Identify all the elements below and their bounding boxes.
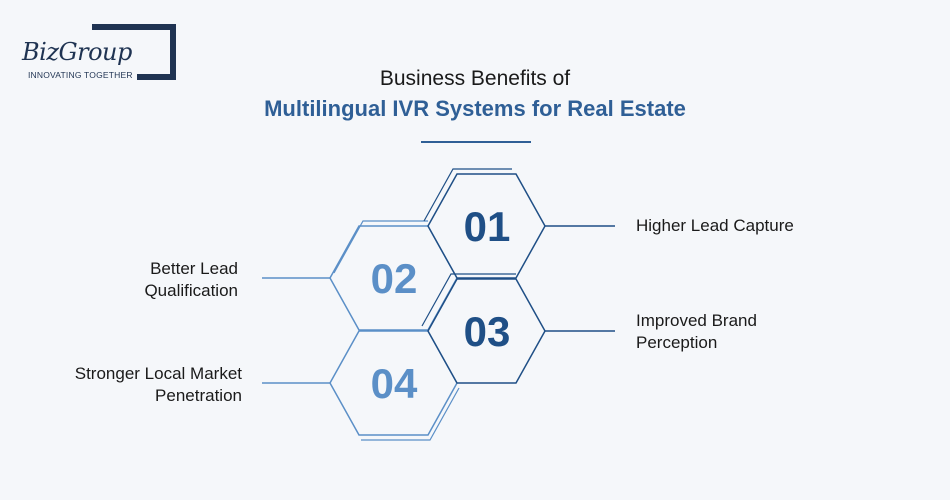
number-03: 03 bbox=[464, 308, 511, 355]
label-04-line1: Stronger Local Market bbox=[74, 364, 242, 383]
label-02-line1: Better Lead bbox=[150, 259, 238, 278]
hexagon-03 bbox=[421, 273, 546, 384]
bizgroup-logo: BizGroup INNOVATING TOGETHER bbox=[22, 24, 176, 84]
number-01: 01 bbox=[464, 203, 511, 250]
logo-tagline: INNOVATING TOGETHER bbox=[28, 70, 137, 80]
title-underline bbox=[421, 141, 531, 143]
label-02: Better Lead Qualification bbox=[144, 258, 238, 302]
label-03-line1: Improved Brand bbox=[636, 311, 757, 330]
label-03: Improved Brand Perception bbox=[636, 310, 757, 354]
label-03-line2: Perception bbox=[636, 333, 718, 352]
logo-wordmark: BizGroup bbox=[22, 38, 134, 66]
hexagon-01 bbox=[423, 168, 546, 279]
label-04-line2: Penetration bbox=[155, 386, 242, 405]
label-01-line1: Higher Lead Capture bbox=[636, 216, 794, 235]
page-title-line1: Business Benefits of bbox=[379, 67, 571, 90]
label-02-line2: Qualification bbox=[144, 281, 238, 300]
label-01: Higher Lead Capture bbox=[636, 215, 794, 237]
number-04: 04 bbox=[371, 360, 418, 407]
page-title-line2: Multilingual IVR Systems for Real Estate bbox=[264, 96, 686, 121]
number-02: 02 bbox=[371, 255, 418, 302]
label-04: Stronger Local Market Penetration bbox=[75, 363, 242, 407]
